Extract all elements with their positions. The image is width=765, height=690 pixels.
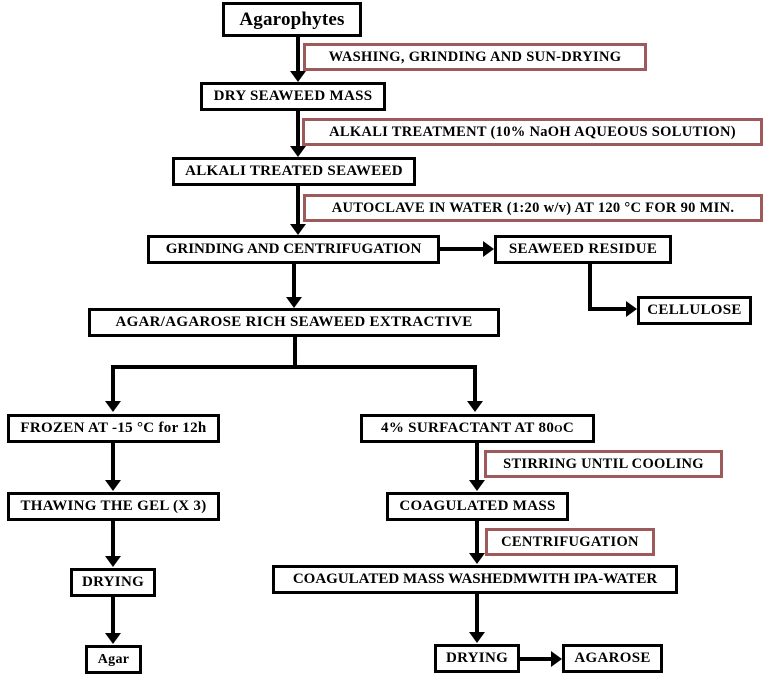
connector-dry-seaweed-to-alkali-treated [296,111,300,149]
arrow-grinding-to-seaweed-residue [483,241,494,257]
connector-seaweed-residue-down [588,264,592,309]
node-alkali-treated-seaweed[interactable]: ALKALI TREATED SEAWEED [172,157,416,186]
node-thawing-the-gel[interactable]: THAWING THE GEL (X 3) [7,492,220,521]
connector-split-to-frozen [111,365,115,404]
node-coagulated-mass[interactable]: COAGULATED MASS [386,492,569,521]
node-thawing-the-gel-label: THAWING THE GEL (X 3) [20,498,207,514]
node-agar-agarose-rich-seaweed-extractive[interactable]: AGAR/AGAROSE RICH SEAWEED EXTRACTIVE [88,308,500,337]
arrow-dry-seaweed-to-alkali-treated [290,146,306,157]
connector-seaweed-residue-to-cellulose [588,307,630,311]
arrow-thawing-to-drying [105,556,121,567]
connector-grinding-to-seaweed-residue [440,247,486,251]
arrow-split-to-surfactant [467,401,483,412]
annotation-stirring-label: STIRRING UNTIL COOLING [503,455,704,472]
node-drying-right[interactable]: DRYING [434,644,520,673]
arrow-drying-to-agar [105,633,121,644]
node-grinding-and-centrifugation-label: GRINDING AND CENTRIFUGATION [165,241,422,257]
node-cellulose[interactable]: CELLULOSE [637,296,752,325]
connector-split-to-surfactant [473,365,477,404]
node-agar-agarose-rich-label: AGAR/AGAROSE RICH SEAWEED EXTRACTIVE [115,314,473,330]
connector-thawing-to-drying [111,521,115,557]
node-surfactant-label-pre: 4% SURFACTANT AT 80 [381,420,555,436]
node-drying-left[interactable]: DRYING [70,568,156,597]
node-drying-right-label: DRYING [445,650,509,666]
node-agarose-label: AGAROSE [574,650,651,666]
node-agar[interactable]: Agar [85,645,142,674]
annotation-autoclave-label: AUTOCLAVE IN WATER (1:20 w/v) AT 120 °C … [331,199,735,216]
annotation-autoclave[interactable]: AUTOCLAVE IN WATER (1:20 w/v) AT 120 °C … [303,194,763,222]
arrow-alkali-treated-to-grinding [290,224,306,235]
arrow-washed-to-drying-right [469,632,485,643]
node-coagulated-mass-washed[interactable]: COAGULATED MASS WASHEDMWITH IPA-WATER [272,565,678,594]
annotation-washing-label: WASHING, GRINDING AND SUN-DRYING [328,48,622,65]
node-surfactant-label-post: C [562,420,574,436]
annotation-alkali-treatment-label: ALKALI TREATMENT (10% NaOH AQUEOUS SOLUT… [329,123,736,140]
connector-grinding-to-extractive [292,264,296,300]
node-dry-seaweed-mass-label: DRY SEAWEED MASS [213,88,373,104]
node-grinding-and-centrifugation[interactable]: GRINDING AND CENTRIFUGATION [147,235,440,264]
node-agarose[interactable]: AGAROSE [562,644,663,673]
connector-alkali-treated-to-grinding [296,186,300,227]
arrow-drying-right-to-agarose [551,651,562,667]
connector-surfactant-to-coagulated-mass [475,443,479,482]
connector-frozen-to-thawing [111,443,115,482]
node-frozen-label: FROZEN AT -15 °C for 12h [20,420,207,436]
arrow-surfactant-to-coagulated-mass [469,480,485,491]
node-dry-seaweed-mass[interactable]: DRY SEAWEED MASS [200,82,386,111]
connector-coagulated-mass-to-washed [475,521,479,556]
node-coagulated-mass-label: COAGULATED MASS [399,498,556,514]
annotation-washing-grinding-sun-drying[interactable]: WASHING, GRINDING AND SUN-DRYING [303,43,647,71]
arrow-split-to-frozen [105,401,121,412]
annotation-stirring-until-cooling[interactable]: STIRRING UNTIL COOLING [484,450,723,478]
node-agar-label: Agar [97,651,130,667]
arrow-seaweed-residue-to-cellulose [626,301,637,317]
annotation-alkali-treatment[interactable]: ALKALI TREATMENT (10% NaOH AQUEOUS SOLUT… [302,118,763,146]
arrow-grinding-to-extractive [286,297,302,308]
arrow-frozen-to-thawing [105,480,121,491]
connector-drying-right-to-agarose [520,657,553,661]
annotation-centrifugation-label: CENTRIFUGATION [501,533,639,550]
node-seaweed-residue[interactable]: SEAWEED RESIDUE [494,235,672,264]
node-drying-left-label: DRYING [81,574,145,590]
connector-drying-to-agar [111,597,115,635]
connector-washed-to-drying-right [475,594,479,633]
node-coagulated-mass-washed-label: COAGULATED MASS WASHEDMWITH IPA-WATER [292,571,658,587]
connector-extractive-split-stem [293,337,297,367]
connector-extractive-split-bar [111,365,477,369]
annotation-centrifugation[interactable]: CENTRIFUGATION [485,528,655,556]
node-frozen[interactable]: FROZEN AT -15 °C for 12h [7,414,220,443]
connector-agarophytes-to-dry-seaweed [296,37,300,74]
node-alkali-treated-seaweed-label: ALKALI TREATED SEAWEED [185,163,403,179]
node-agarophytes-label: Agarophytes [239,9,345,30]
node-seaweed-residue-label: SEAWEED RESIDUE [508,241,658,257]
arrow-coagulated-mass-to-washed [469,553,485,564]
node-agarophytes[interactable]: Agarophytes [222,2,362,37]
arrow-agarophytes-to-dry-seaweed [290,71,306,82]
node-cellulose-label: CELLULOSE [647,302,742,318]
